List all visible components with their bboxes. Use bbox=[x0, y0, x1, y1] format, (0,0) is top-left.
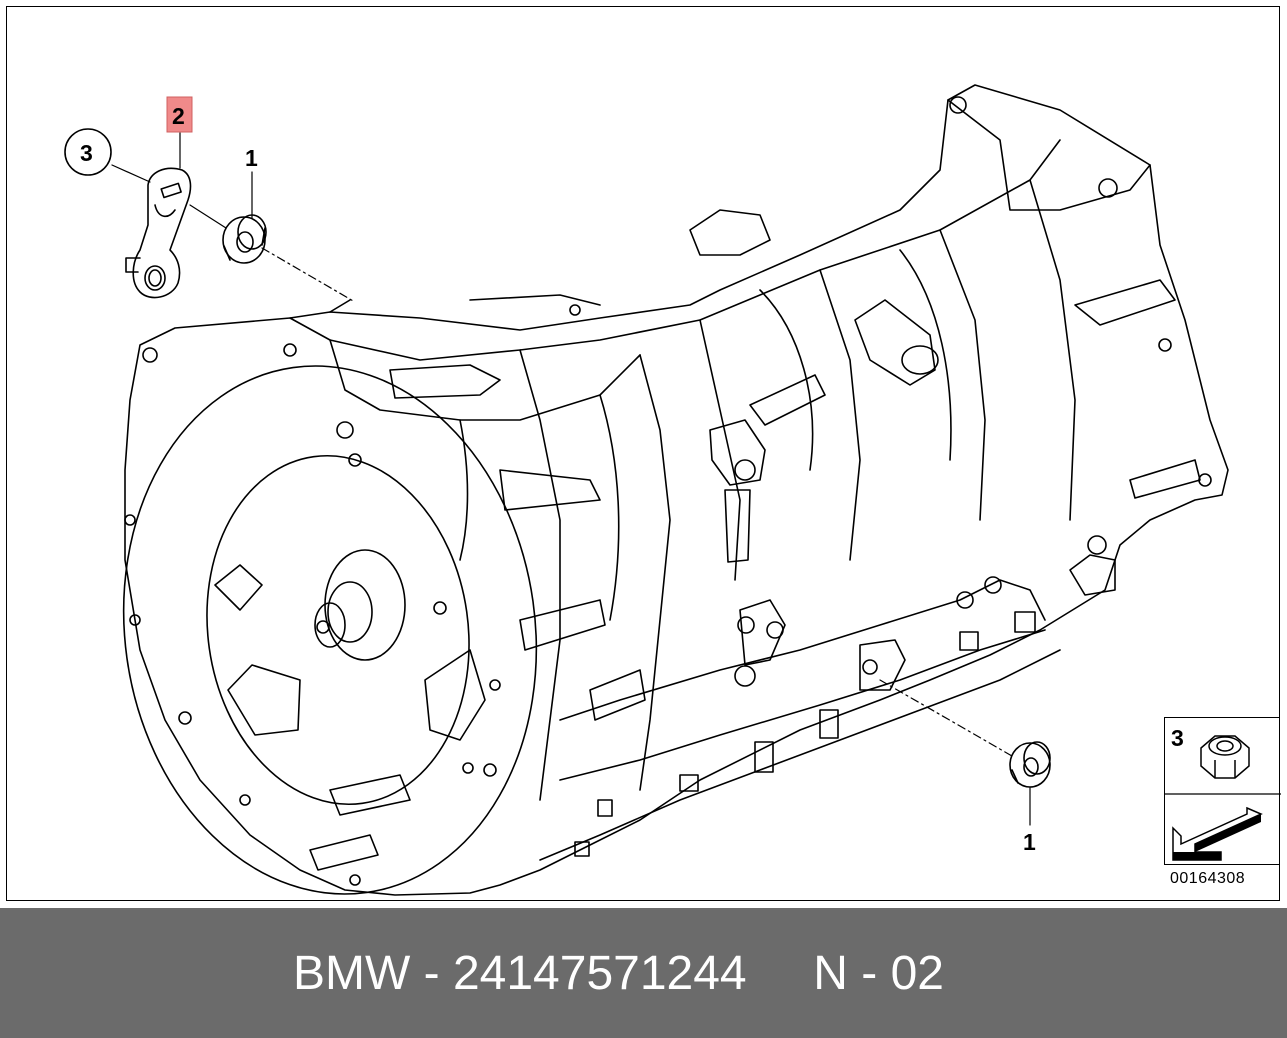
washer-part-1-top bbox=[222, 214, 267, 264]
diagram-frame bbox=[6, 6, 1280, 901]
callout-circle-3 bbox=[64, 128, 112, 176]
dashed-lines bbox=[261, 247, 1013, 757]
inset-box: 3 bbox=[1164, 717, 1281, 865]
bracket-part-2 bbox=[125, 167, 192, 299]
callout-label-2: 2 bbox=[172, 103, 185, 129]
footer-part-number-text: BMW - 24147571244 N - 02 bbox=[293, 946, 944, 1000]
callout-label-3: 3 bbox=[80, 140, 93, 166]
callout-label-1-top: 1 bbox=[245, 145, 258, 171]
inset-label-3: 3 bbox=[1171, 725, 1184, 751]
washer-part-1-bottom bbox=[1009, 741, 1051, 788]
footer-bar: BMW - 24147571244 N - 02 bbox=[0, 908, 1287, 1038]
nut-icon bbox=[1200, 735, 1250, 779]
callout-label-1-bottom: 1 bbox=[1023, 829, 1036, 855]
transmission-housing bbox=[122, 84, 1229, 896]
callout-highlight-2 bbox=[166, 96, 193, 133]
parts-diagram: 3 2 1 1 bbox=[64, 84, 1229, 896]
diagram-id: 00164308 bbox=[1170, 870, 1246, 887]
leader-lines bbox=[111, 132, 1031, 826]
direction-arrow-icon bbox=[1172, 806, 1263, 861]
